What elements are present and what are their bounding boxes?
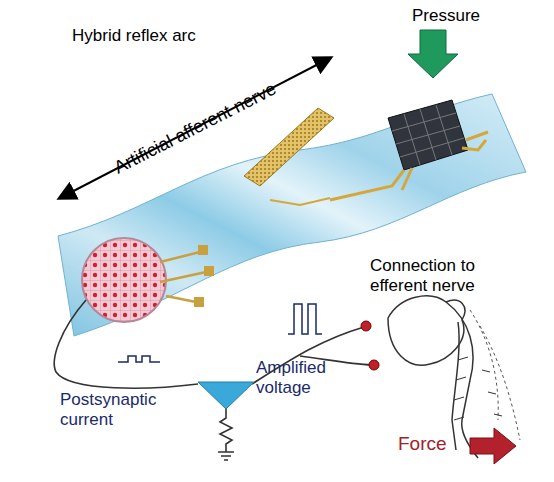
amplifier-label: Amplified voltage [256,358,328,398]
efferent-label: Connection to efferent nerve [370,256,510,296]
amplifier-triangle [198,382,254,409]
force-label: Force [398,434,447,454]
current-label: Postsynaptic current [60,390,170,430]
diagram-title: Hybrid reflex arc [72,26,196,46]
pressure-label: Pressure [412,6,480,26]
amplifier-node: Amplified voltage [196,352,326,416]
